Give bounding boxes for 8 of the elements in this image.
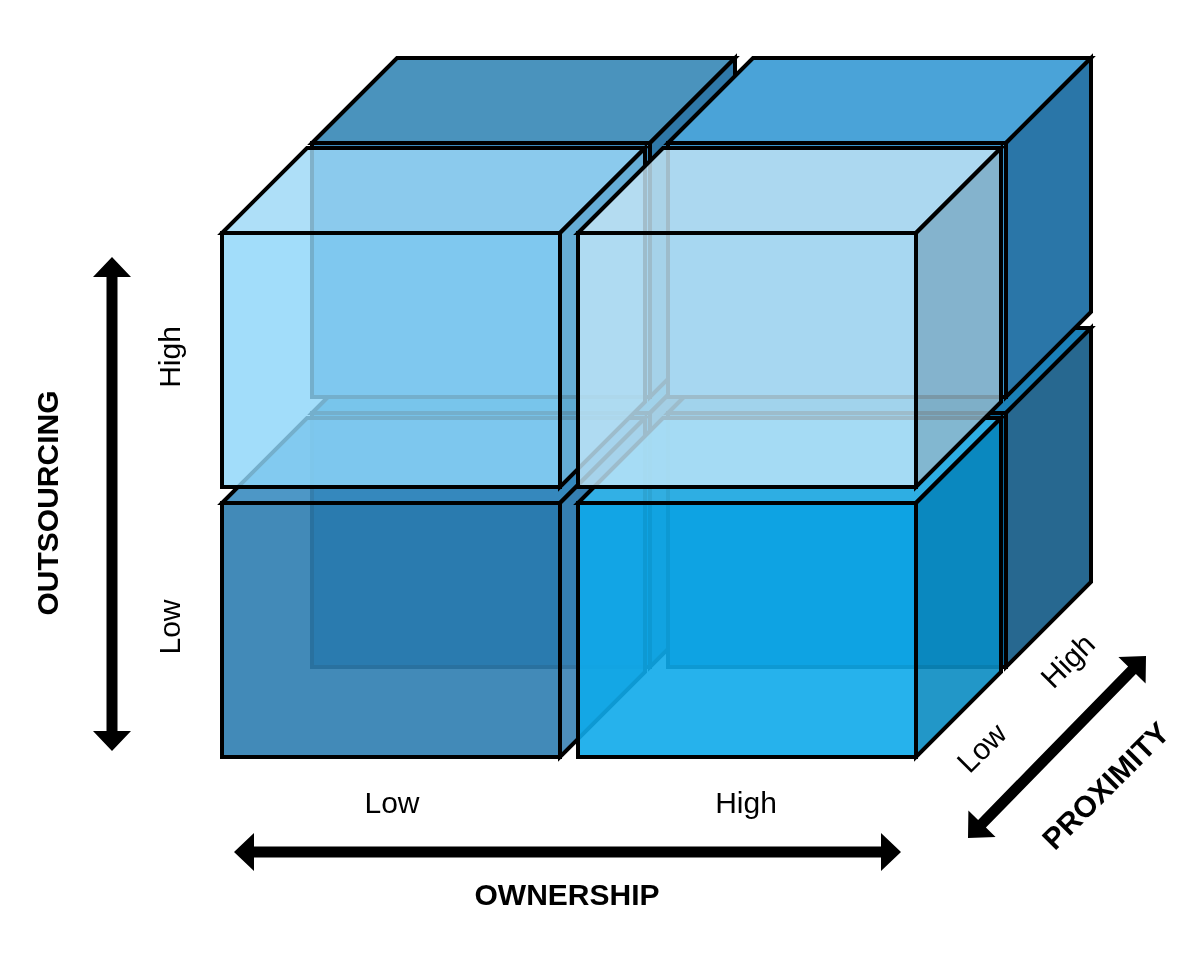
- axis-title: OUTSOURCING: [33, 390, 63, 616]
- axis-level-label: Low: [364, 788, 420, 818]
- axis-level-label: High: [1035, 628, 1101, 694]
- axis-level-label: High: [155, 326, 185, 388]
- axis-title: OWNERSHIP: [474, 880, 660, 910]
- axis-level-label: Low: [951, 717, 1013, 779]
- axis-level-label: High: [715, 788, 777, 818]
- axis-level-label: Low: [155, 599, 185, 655]
